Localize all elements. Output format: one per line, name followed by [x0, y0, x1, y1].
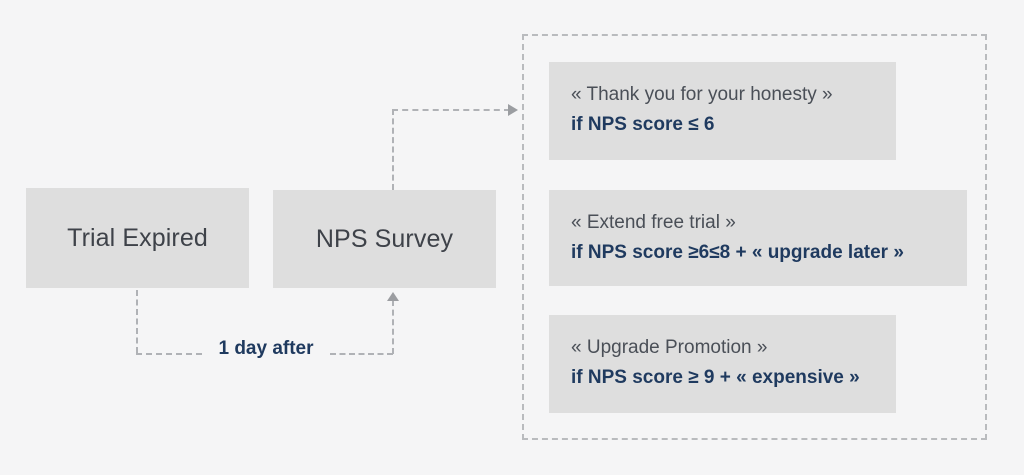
flow-node-nps-survey[interactable]: NPS Survey — [273, 190, 496, 288]
outcome-box-extend-free-trial[interactable]: « Extend free trial » if NPS score ≥6≤8 … — [549, 190, 967, 286]
outcome-condition: if NPS score ≥6≤8 + « upgrade later » — [571, 242, 904, 263]
connector-delay-left-stub — [136, 353, 202, 355]
arrow-right-icon — [508, 104, 518, 116]
outcome-condition: if NPS score ≤ 6 — [571, 114, 715, 135]
flow-node-label: NPS Survey — [315, 224, 454, 253]
connector-nps-survey-up — [392, 300, 394, 354]
flow-node-label: Trial Expired — [67, 223, 208, 252]
outcome-group-container — [522, 34, 987, 440]
outcome-condition: if NPS score ≥ 9 + « expensive » — [571, 367, 860, 388]
flow-node-trial-expired[interactable]: Trial Expired — [26, 188, 249, 288]
outcome-title: « Thank you for your honesty » — [571, 84, 833, 105]
outcome-box-upgrade-promotion[interactable]: « Upgrade Promotion » if NPS score ≥ 9 +… — [549, 315, 896, 413]
connector-to-outcome-group — [392, 109, 510, 111]
outcome-title: « Upgrade Promotion » — [571, 337, 768, 358]
arrow-up-icon — [387, 292, 399, 301]
delay-label: 1 day after — [218, 338, 314, 359]
outcome-box-thank-you[interactable]: « Thank you for your honesty » if NPS sc… — [549, 62, 896, 160]
connector-nps-survey-top-up — [392, 109, 394, 190]
connector-trial-expired-down — [136, 290, 138, 353]
outcome-title: « Extend free trial » — [571, 212, 736, 233]
connector-delay-right-stub — [330, 353, 393, 355]
